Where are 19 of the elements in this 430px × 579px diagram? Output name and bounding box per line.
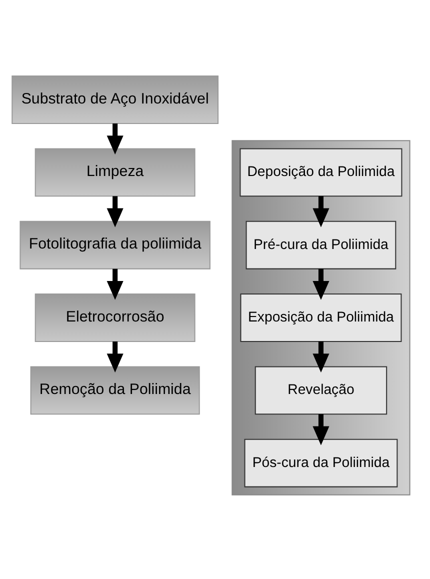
arrow [106,124,124,155]
arrow [106,196,124,228]
arrow [312,268,330,300]
node-box: Deposição da Poliimida [240,148,402,197]
arrow [312,414,330,446]
node-box: Substrato de Aço Inoxidável [12,76,219,124]
node-box: Fotolitografia da poliimida [20,220,210,270]
arrow [106,268,124,300]
node-box: Limpeza [34,148,196,197]
arrow [106,342,124,373]
node-box: Revelação [254,366,388,415]
node-box: Exposição da Poliimida [240,294,402,342]
cluster [232,140,410,496]
arrow [312,342,330,373]
arrow [312,196,330,228]
node-box: Pós-cura da Poliimida [244,438,398,488]
node-box: Pré-cura da Poliimida [246,220,396,270]
node-box: Remoção da Poliimida [30,366,200,415]
node-box: Eletrocorrosão [34,294,196,342]
